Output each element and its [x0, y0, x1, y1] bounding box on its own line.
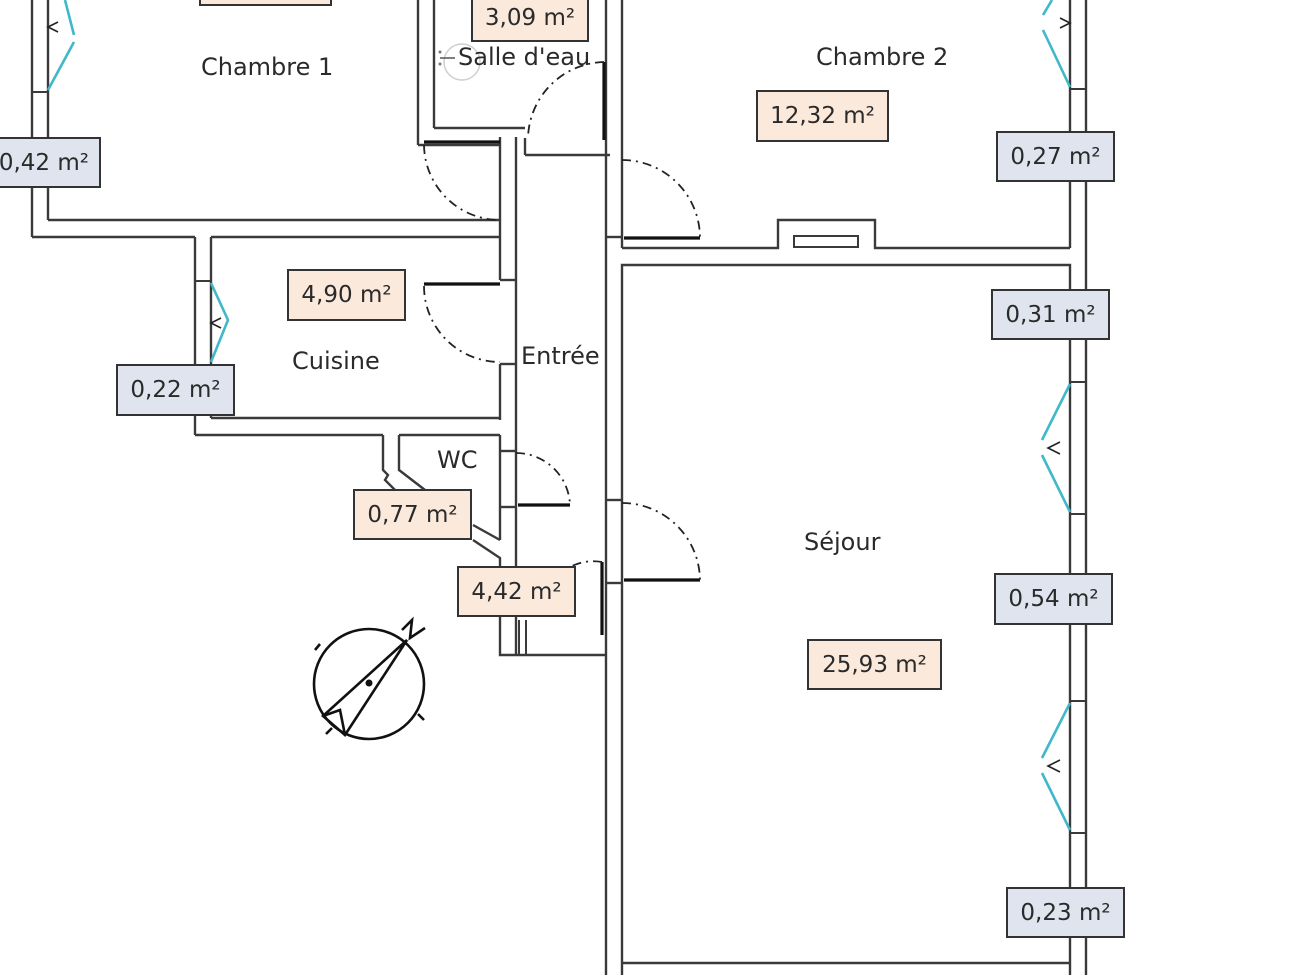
area-label-wc: 0,77 m² — [353, 489, 472, 540]
room-name-chambre-1: Chambre 1 — [201, 53, 334, 81]
window-area-label-cuisine: 0,22 m² — [116, 364, 235, 416]
window-chambre1-leaf — [46, 41, 76, 91]
window-cuisine-mark — [209, 317, 222, 329]
room-name-salle-d-eau: Salle d'eau — [458, 43, 591, 71]
window-area-label-chambre-1: 0,42 m² — [0, 137, 101, 188]
door-chambre2-swing — [621, 159, 701, 239]
wall-wc-west-inner — [397, 435, 426, 491]
area-label-entree: 4,42 m² — [457, 566, 576, 617]
door-salle-d-eau-swing — [527, 61, 605, 139]
window-chambre1-leaf — [63, 0, 76, 36]
door-chambre1-swing — [423, 144, 501, 221]
sink-icon — [438, 43, 481, 81]
wall-chambre2-south — [622, 218, 1070, 250]
window-chambre2-mark — [1059, 17, 1072, 29]
window-area-label-sejour-2: 0,54 m² — [994, 573, 1113, 625]
radiator — [793, 235, 859, 248]
room-name-wc: WC — [437, 446, 478, 474]
window-chambre1-mark — [46, 21, 59, 33]
doors — [423, 61, 701, 635]
door-sejour-swing — [621, 502, 701, 581]
wall-wc-west-outer — [381, 435, 396, 491]
window-chambre2-leaf — [1041, 0, 1054, 16]
window-sejour2-mark — [1046, 759, 1061, 773]
room-name-sejour: Séjour — [804, 528, 881, 556]
room-name-cuisine: Cuisine — [292, 347, 380, 375]
window-cuisine-leaf — [209, 282, 230, 363]
area-label-chambre-2: 12,32 m² — [756, 90, 889, 142]
area-label-sejour: 25,93 m² — [807, 639, 942, 690]
wall-wc-diag — [472, 523, 501, 542]
room-name-entree: Entrée — [521, 342, 600, 370]
window-area-label-sejour-3: 0,23 m² — [1006, 887, 1125, 938]
door-cuisine-swing — [423, 285, 501, 363]
window-area-label-chambre-2: 0,27 m² — [996, 131, 1115, 182]
window-sejour1-mark — [1046, 441, 1061, 455]
window-sejour2-leaf — [1040, 702, 1072, 759]
windows — [46, 0, 1072, 831]
window-chambre2-leaf — [1041, 29, 1072, 88]
door-wc-swing — [515, 452, 571, 506]
walls — [30, 0, 1088, 975]
window-area-label-sejour-1: 0,31 m² — [991, 289, 1110, 340]
door-entrance-swing — [571, 560, 603, 567]
area-label-chambre-1 — [199, 0, 332, 6]
window-sejour2-leaf — [1040, 772, 1072, 831]
room-name-chambre-2: Chambre 2 — [816, 43, 949, 71]
window-sejour1-leaf — [1040, 454, 1072, 513]
area-label-cuisine: 4,90 m² — [287, 269, 406, 321]
area-label-salle-d-eau: 3,09 m² — [471, 0, 589, 42]
window-sejour1-leaf — [1040, 383, 1072, 441]
north-arrow-icon — [312, 616, 426, 741]
